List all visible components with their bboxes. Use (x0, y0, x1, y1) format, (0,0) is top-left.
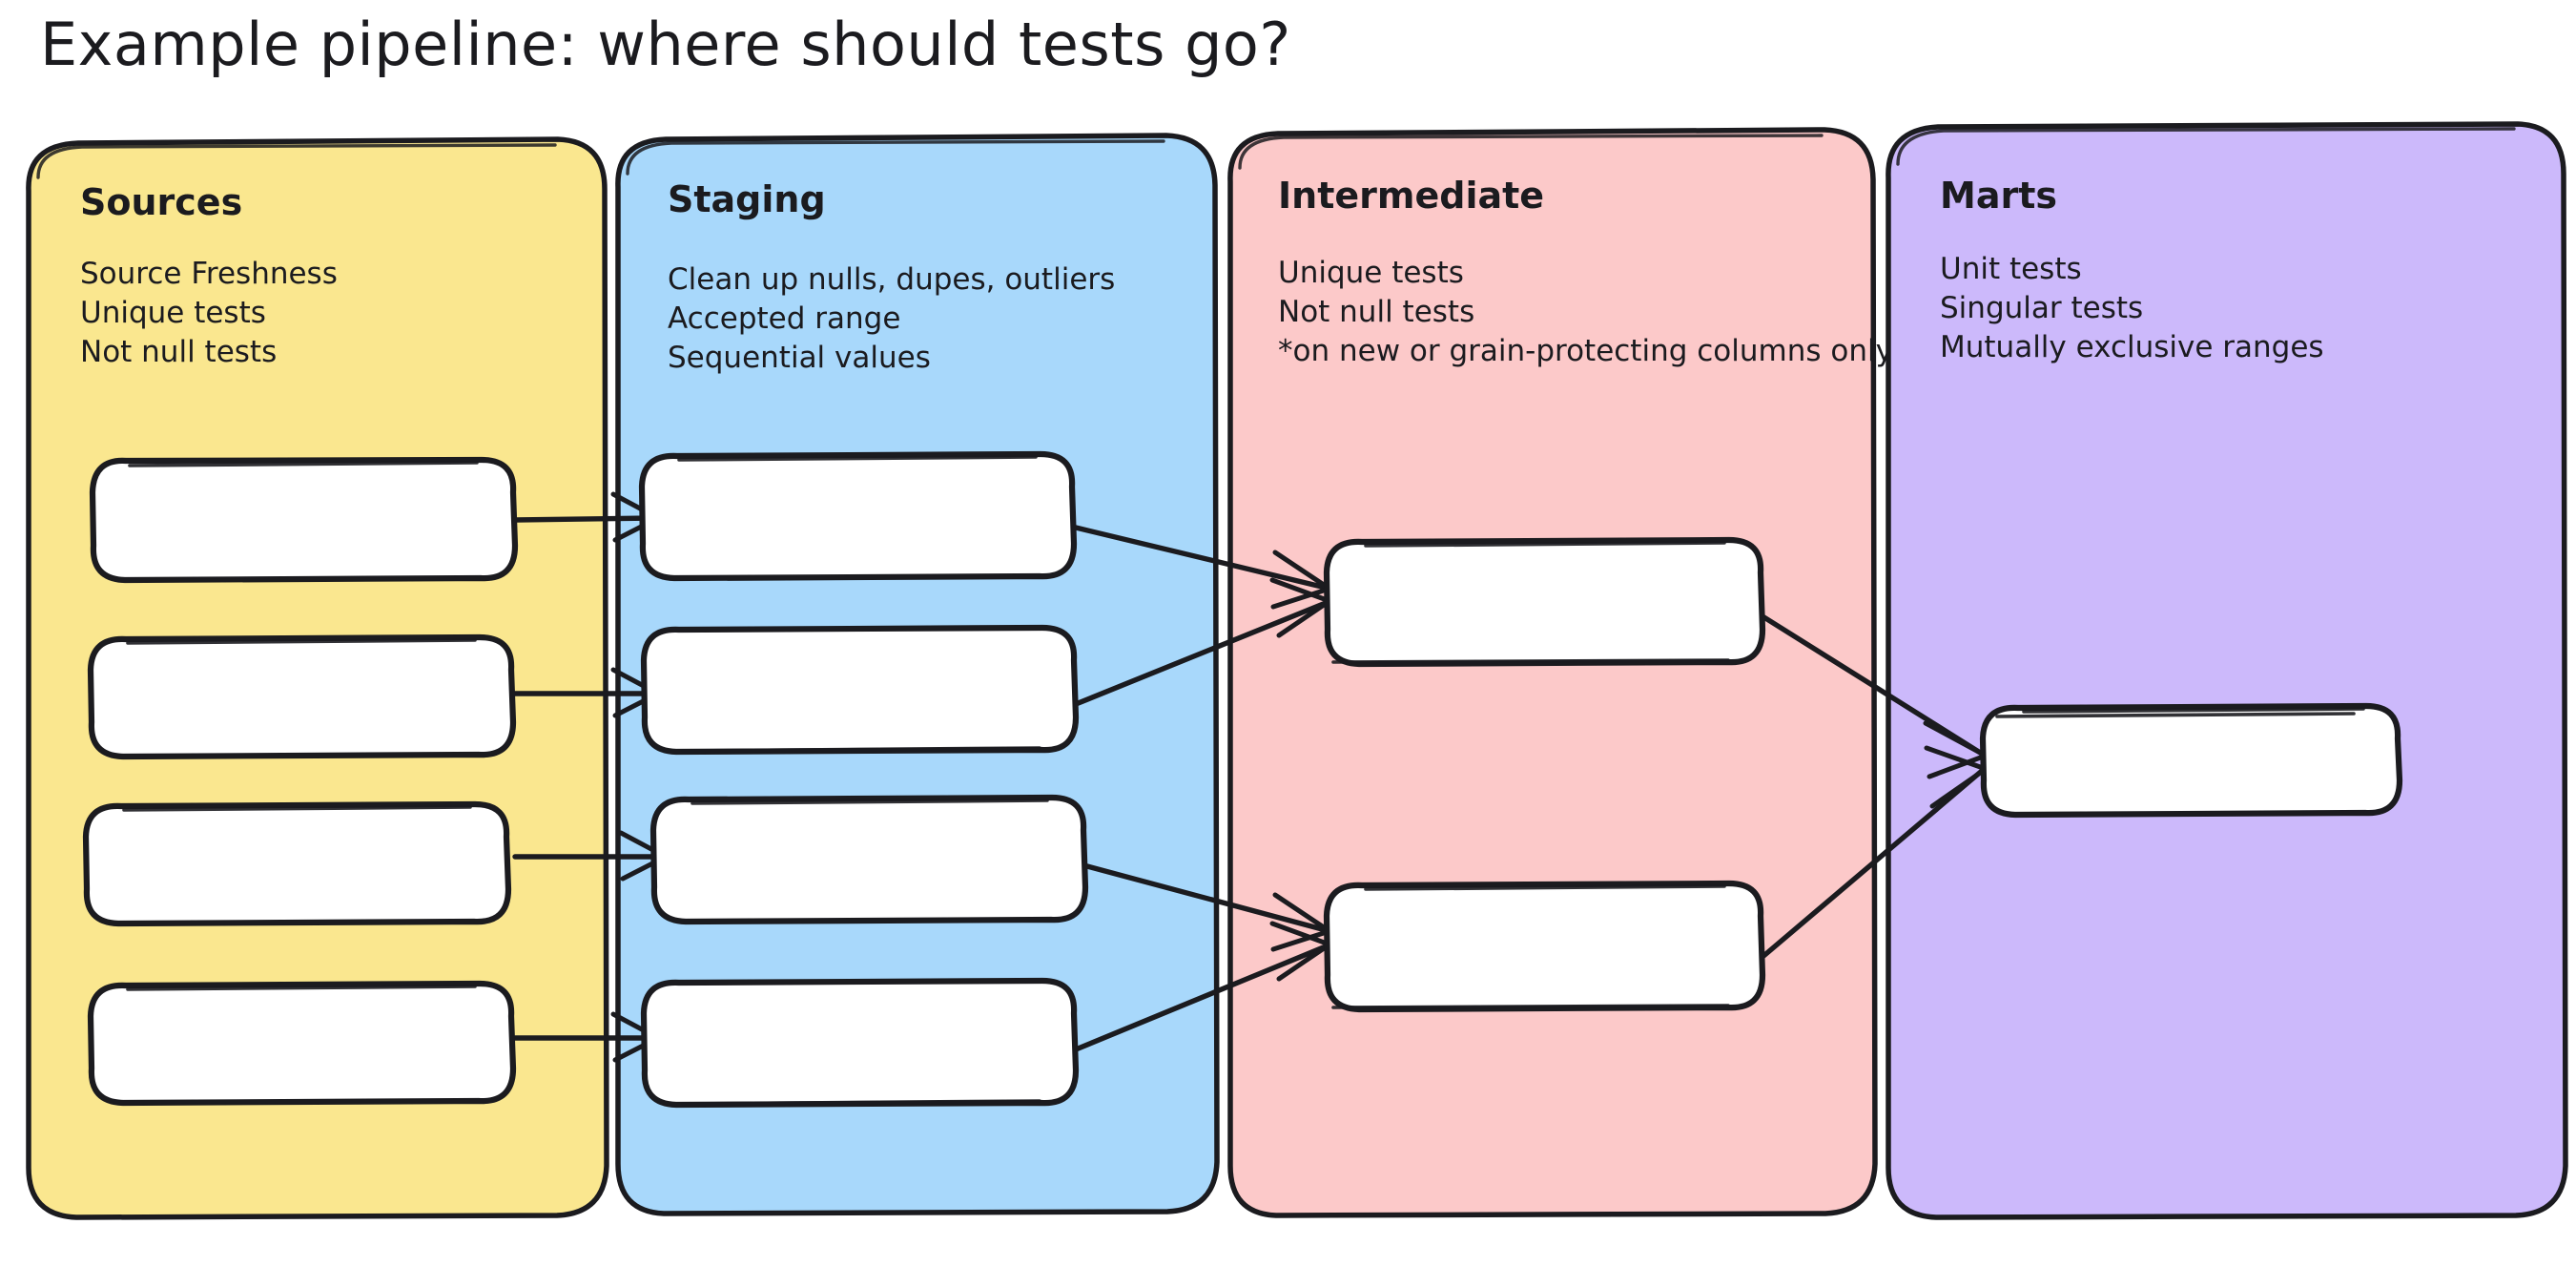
intermediate-panel-background (1227, 127, 1878, 1218)
sources-line-1: Source Freshness (80, 257, 338, 291)
marts-line-3: Mutually exclusive ranges (1940, 330, 2324, 364)
column-intermediate[interactable]: Intermediate Unique tests Not null tests… (1227, 127, 1893, 1218)
intermediate-panel-sketch (1238, 134, 1824, 170)
node-staging-2[interactable] (649, 794, 1089, 925)
column-marts[interactable]: Marts Unit tests Singular tests Mutually… (1886, 121, 2568, 1220)
sources-panel-sketch (36, 143, 557, 179)
marts-line-2: Singular tests (1940, 291, 2143, 325)
node-staging-3[interactable] (640, 977, 1080, 1109)
intermediate-line-3: *on new or grain-protecting columns only (1278, 334, 1893, 368)
staging-line-2: Accepted range (668, 301, 900, 336)
marts-heading: Marts (1940, 175, 2057, 217)
sources-line-2: Unique tests (80, 296, 266, 330)
node-intermediate-1[interactable] (1323, 880, 1766, 1013)
marts-panel-background (1886, 121, 2568, 1220)
page-title: Example pipeline: where should tests go? (40, 10, 1291, 79)
node-sources-0[interactable] (89, 456, 519, 584)
intermediate-heading: Intermediate (1278, 175, 1544, 217)
node-marts-0[interactable] (1979, 702, 2403, 819)
sources-heading: Sources (80, 181, 242, 223)
staging-panel-sketch (626, 139, 1165, 176)
node-sources-1[interactable] (87, 633, 517, 760)
intermediate-line-2: Not null tests (1278, 295, 1474, 329)
node-sources-2[interactable] (82, 800, 512, 927)
intermediate-line-1: Unique tests (1278, 256, 1464, 290)
staging-heading: Staging (668, 178, 826, 220)
staging-line-1: Clean up nulls, dupes, outliers (668, 262, 1115, 297)
node-staging-1[interactable] (640, 624, 1080, 756)
node-sources-3[interactable] (87, 980, 517, 1107)
node-staging-0[interactable] (638, 450, 1078, 582)
sources-line-3: Not null tests (80, 335, 277, 369)
marts-line-1: Unit tests (1940, 252, 2082, 286)
staging-line-3: Sequential values (668, 341, 931, 375)
marts-panel-sketch (1896, 127, 2516, 166)
node-intermediate-0[interactable] (1323, 536, 1766, 668)
